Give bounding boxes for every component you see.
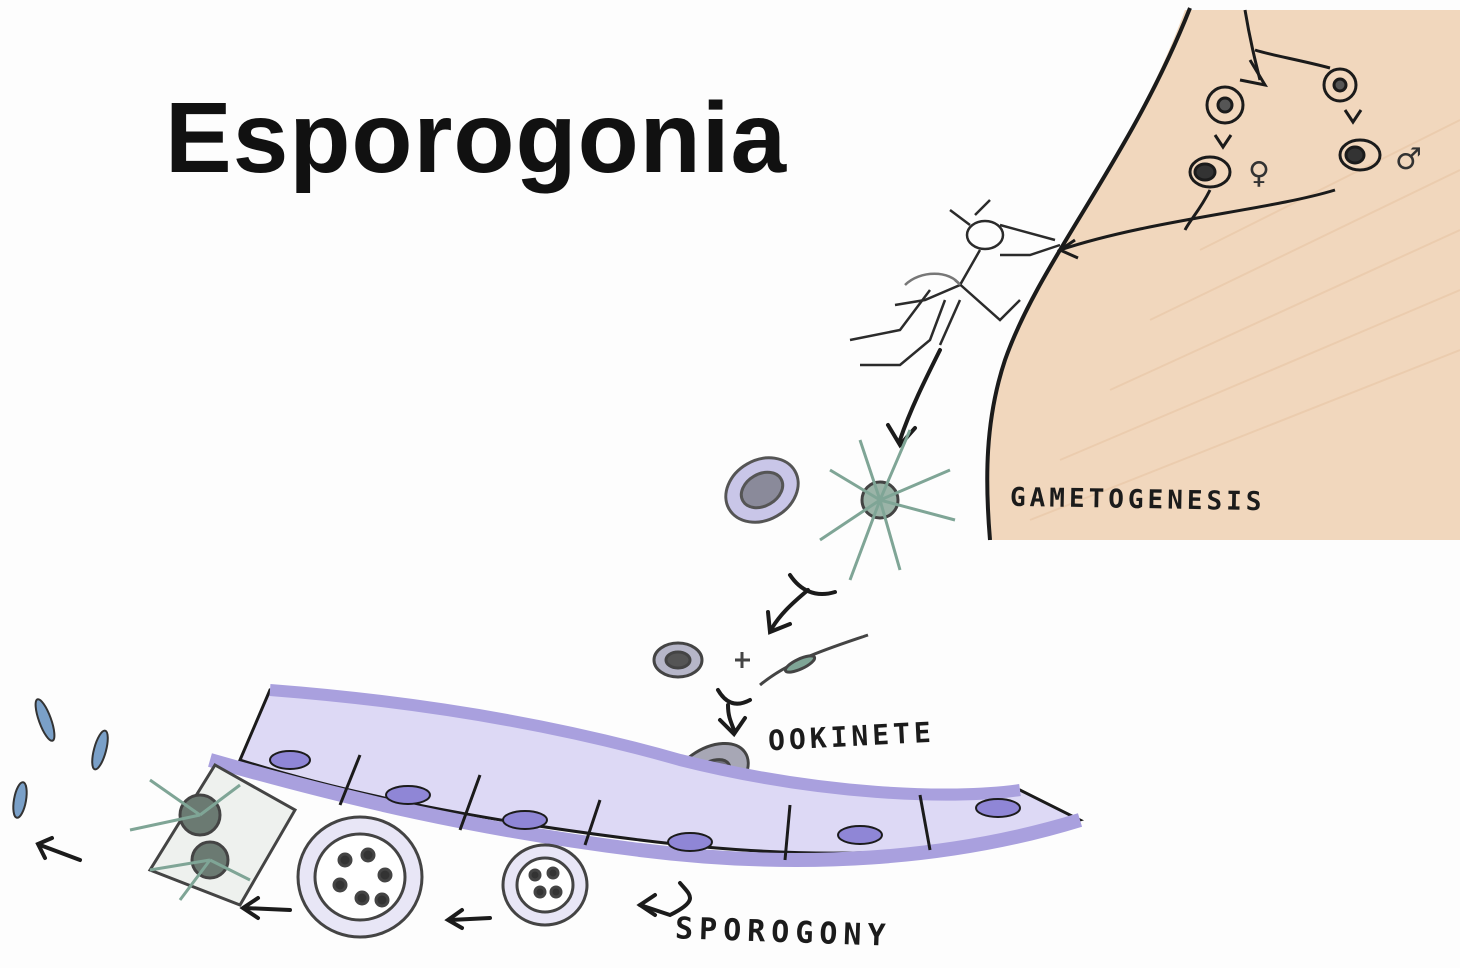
female-symbol: ♀ (1248, 156, 1270, 191)
macrogamete (714, 445, 810, 535)
fertilization (654, 635, 868, 685)
page-title: Esporogonia (165, 88, 787, 188)
oocyst-mature (298, 817, 422, 937)
sporozoites (11, 697, 111, 818)
label-gametogenesis: GAMETOGENESIS (1010, 483, 1266, 517)
exflagellating-microgamete (820, 430, 955, 580)
rupturing-oocyst (130, 765, 295, 905)
oocyst-young (503, 845, 587, 925)
label-sporogony: SPOROGONY (674, 911, 892, 954)
skin-region (987, 10, 1460, 540)
male-symbol: ♂ (1395, 142, 1422, 177)
